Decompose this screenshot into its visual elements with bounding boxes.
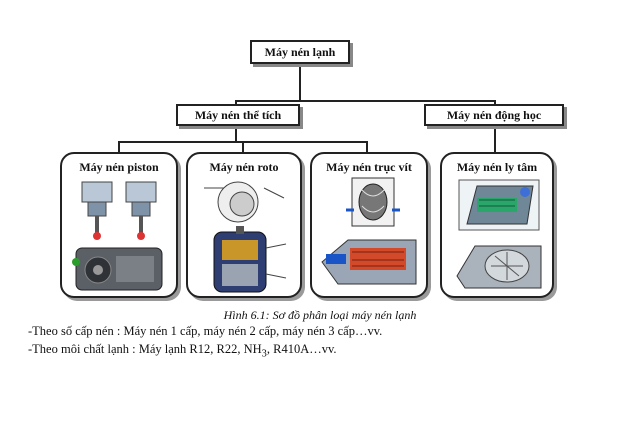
branch-node-dong-hoc-label: Máy nén động học [446, 107, 542, 122]
branch-node-the-tich-label: Máy nén thể tích [194, 107, 282, 122]
connector-to-roto [242, 141, 244, 155]
note-so-cap-nen-text: -Theo số cấp nén : Máy nén 1 cấp, máy né… [28, 324, 383, 338]
note-moi-chat-lanh-suffix: , R410A…vv. [266, 342, 337, 356]
connector-to-thetich [235, 100, 237, 105]
leaf-card-piston: Máy nén piston [60, 152, 178, 298]
ly-tam-illustration [456, 179, 542, 289]
note-moi-chat-lanh: -Theo môi chất lạnh : Máy lạnh R12, R22,… [28, 342, 337, 360]
branch-node-dong-hoc: Máy nén động học [424, 104, 564, 126]
root-node: Máy nén lạnh [250, 40, 350, 64]
piston-illustration [72, 181, 163, 291]
connector-root-down [299, 63, 301, 101]
branch-node-the-tich: Máy nén thể tích [176, 104, 300, 126]
connector-to-donghoc [494, 100, 496, 105]
leaf-card-roto-title: Máy nén roto [209, 160, 279, 174]
leaf-card-roto: Máy nén roto [186, 152, 302, 298]
connector-to-trucvit [366, 141, 368, 155]
root-node-label: Máy nén lạnh [264, 44, 336, 59]
leaf-card-ly-tam: Máy nén ly tâm [440, 152, 554, 298]
note-so-cap-nen: -Theo số cấp nén : Máy nén 1 cấp, máy né… [28, 324, 382, 339]
figure-caption: Hình 6.1: Sơ đồ phân loại máy nén lạnh [223, 308, 417, 322]
note-moi-chat-lanh-prefix: -Theo môi chất lạnh : Máy lạnh R12, R22,… [28, 342, 262, 356]
leaf-card-truc-vit: Máy nén trục vít [310, 152, 428, 298]
leaf-card-ly-tam-title: Máy nén ly tâm [456, 160, 538, 174]
connector-donghoc-down [494, 125, 496, 155]
connector-branch-horizontal [235, 100, 495, 102]
connector-to-piston [118, 141, 120, 155]
leaf-card-piston-title: Máy nén piston [79, 160, 159, 174]
connector-thetich-down [235, 125, 237, 142]
leaf-card-truc-vit-title: Máy nén trục vít [326, 160, 412, 174]
roto-illustration [204, 181, 287, 293]
truc-vit-illustration [321, 177, 417, 285]
note-moi-chat-lanh-subscript: 3 [261, 348, 267, 360]
